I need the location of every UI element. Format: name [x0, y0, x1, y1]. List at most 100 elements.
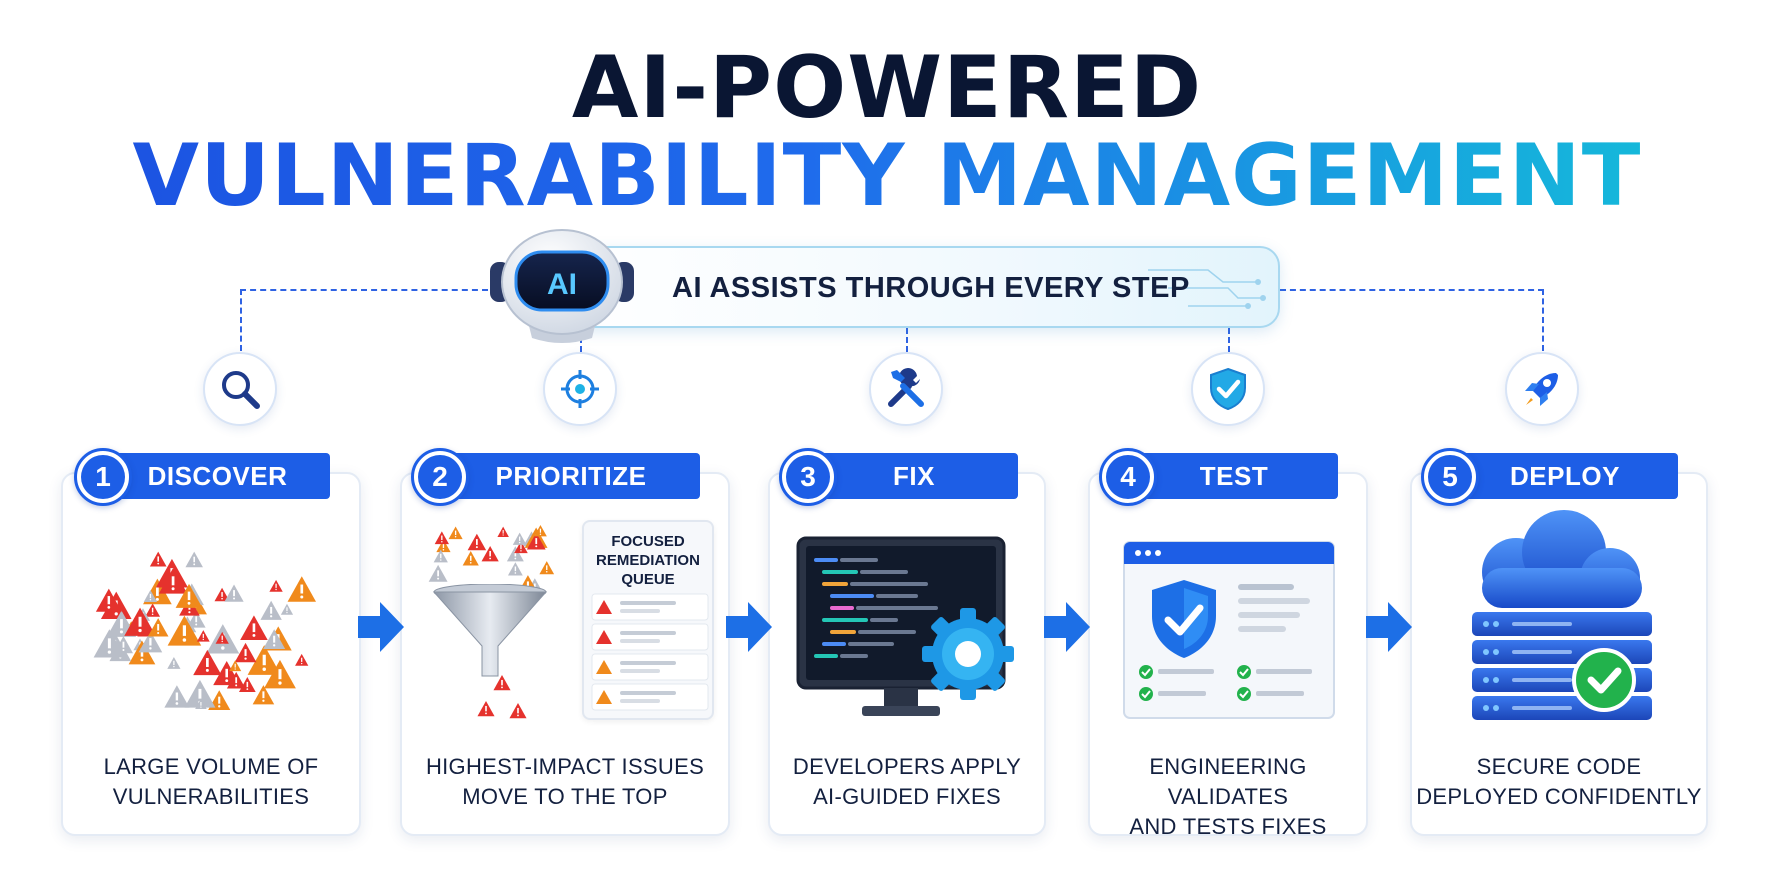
tools-icon — [888, 368, 924, 407]
warning-triangle-icon — [509, 703, 527, 719]
warning-triangle-icon — [264, 659, 296, 689]
warning-triangle-icon — [145, 603, 161, 617]
warning-triangle-icon — [196, 630, 210, 642]
warning-triangle-icon — [477, 701, 495, 717]
warning-triangle-icon — [269, 579, 283, 592]
warning-triangle-icon — [539, 561, 555, 575]
warning-triangle-icon — [93, 629, 126, 658]
warning-triangle-icon — [149, 551, 167, 567]
robot-ai-label: AI — [547, 268, 577, 301]
step1-number: 1 — [74, 448, 132, 506]
step4-number: 4 — [1099, 448, 1157, 506]
ai-robot-icon: AI — [488, 222, 636, 346]
step2-header: PRIORITIZE — [442, 453, 700, 499]
warning-triangle-icon — [164, 685, 190, 708]
warning-triangle-icon — [260, 600, 282, 620]
warning-triangle-icon — [433, 549, 448, 563]
warning-triangle-icon — [214, 587, 230, 602]
step2-label: PRIORITIZE — [495, 460, 647, 491]
step3-number: 3 — [779, 448, 837, 506]
warning-triangle-icon — [436, 539, 451, 553]
shield-check-icon — [1210, 367, 1246, 411]
search-icon — [222, 371, 260, 409]
warning-triangle-icon — [467, 533, 487, 551]
shield-check-icon — [1152, 580, 1216, 658]
test-browser-window — [1123, 541, 1335, 719]
warning-triangle-icon — [186, 610, 206, 628]
connector-right-vertical — [1542, 289, 1544, 351]
warning-triangle-icon — [280, 603, 294, 615]
vulnerability-alerts-cluster — [93, 551, 317, 711]
warning-triangle-icon — [175, 583, 203, 608]
queue-title: FOCUSED REMEDIATION QUEUE — [596, 533, 700, 588]
warning-triangle-icon — [287, 576, 317, 602]
warning-triangle-icon — [224, 584, 244, 602]
step5-header: DEPLOY — [1452, 453, 1678, 499]
warning-triangle-icon — [434, 531, 449, 545]
step2-icon-circle — [543, 352, 617, 426]
warning-triangle-icon — [497, 526, 509, 537]
connector-step3 — [906, 328, 908, 352]
warning-triangle-icon — [512, 532, 527, 545]
warning-triangle-icon — [252, 685, 275, 705]
warning-triangle-icon — [507, 562, 523, 576]
warning-triangle-icon — [147, 618, 169, 637]
title-line-2: VULNERABILITY MANAGEMENT — [0, 126, 1774, 226]
connector-left-horizontal — [240, 289, 488, 291]
warning-triangle-icon — [462, 551, 479, 566]
warning-triangle-icon — [506, 546, 524, 562]
warning-triangle-icon — [493, 675, 511, 691]
arrow-step3-to-4 — [1044, 602, 1090, 652]
step4-header: TEST — [1130, 453, 1338, 499]
ai-assist-banner: AI ASSISTS THROUGH EVERY STEP — [560, 246, 1280, 328]
warning-triangle-icon — [526, 532, 546, 550]
step1-header: DISCOVER — [105, 453, 330, 499]
connector-left-vertical — [240, 289, 242, 351]
warning-triangle-icon — [167, 615, 202, 646]
step3-header: FIX — [810, 453, 1018, 499]
warning-triangle-icon — [240, 615, 268, 641]
alerts-into-funnel — [428, 524, 555, 595]
warning-triangle-icon — [128, 640, 156, 665]
filtered-alerts — [477, 675, 527, 719]
arrow-step2-to-3 — [726, 602, 772, 652]
rocket-icon — [1525, 373, 1558, 406]
warning-triangle-icon — [448, 526, 463, 540]
step3-icon-circle — [869, 352, 943, 426]
queue-row-4 — [591, 683, 709, 711]
warning-triangle-icon — [234, 642, 257, 663]
warning-triangle-icon — [185, 551, 203, 568]
step2-number: 2 — [411, 448, 469, 506]
warning-triangle-icon — [95, 588, 122, 612]
step5-icon-circle — [1505, 352, 1579, 426]
warning-triangle-icon — [481, 545, 499, 562]
queue-row-1 — [591, 593, 709, 621]
remediation-queue-panel: FOCUSED REMEDIATION QUEUE — [582, 520, 714, 720]
step1-icon-circle — [203, 352, 277, 426]
step5-number: 5 — [1421, 448, 1479, 506]
warning-triangle-icon — [428, 564, 448, 582]
queue-list — [591, 593, 709, 711]
arrow-step1-to-2 — [358, 602, 404, 652]
warning-triangle-icon — [195, 698, 207, 710]
step4-icon-circle — [1191, 352, 1265, 426]
target-icon — [561, 370, 599, 408]
cloud-icon — [1482, 510, 1642, 608]
gear-icon — [922, 608, 1014, 700]
warning-triangle-icon — [263, 629, 286, 650]
warning-triangle-icon — [143, 589, 158, 603]
warning-triangle-icon — [167, 656, 181, 669]
warning-triangle-icon — [226, 671, 246, 689]
step1-label: DISCOVER — [147, 460, 288, 491]
step3-label: FIX — [893, 460, 935, 491]
success-check-icon — [1572, 648, 1636, 712]
banner-text: AI ASSISTS THROUGH EVERY STEP — [672, 272, 1190, 304]
queue-row-2 — [591, 623, 709, 651]
warning-triangle-icon — [193, 649, 222, 676]
warning-triangle-icon — [295, 653, 309, 666]
warning-triangle-icon — [238, 677, 256, 692]
